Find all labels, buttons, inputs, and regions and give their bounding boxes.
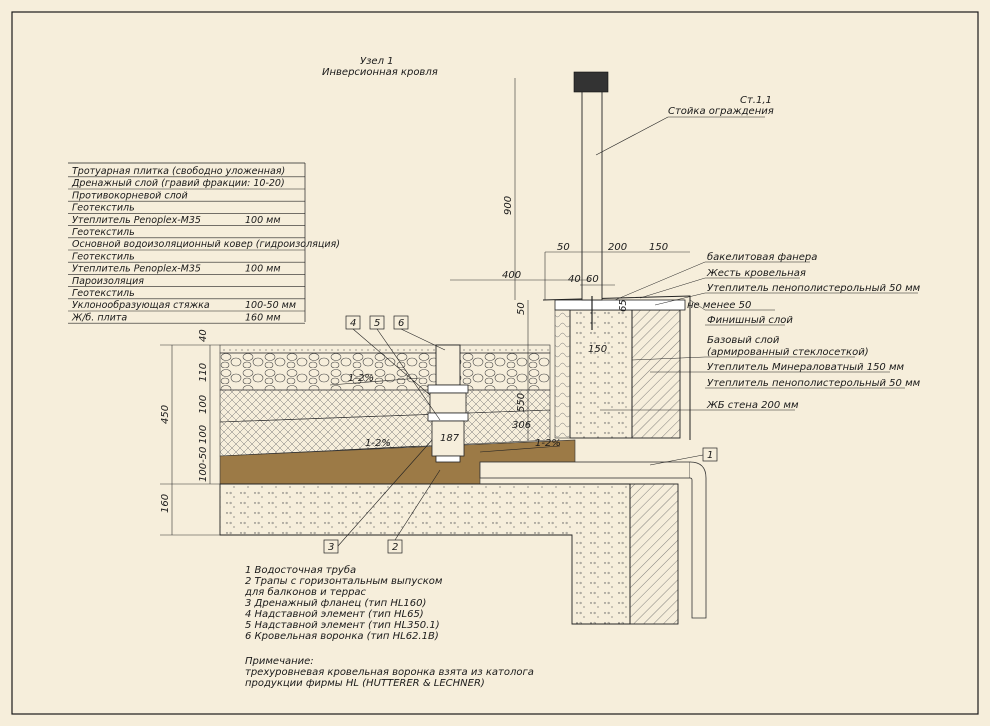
note: Примечание: трехуровневая кровельная вор… <box>245 656 534 689</box>
marker-6: 6 <box>398 318 404 329</box>
legend-item-6: 6 Кровельная воронка (тип HL62.1B) <box>245 631 439 642</box>
marker-1: 1 <box>707 450 713 461</box>
parapet-wall <box>631 309 681 439</box>
dim-40: 40 <box>568 274 581 285</box>
layer-value: 100 мм <box>245 215 281 226</box>
layer-name: Тротуарная плитка (свободно уложенная) <box>72 166 285 177</box>
wall-lower <box>629 483 679 625</box>
dim-160: 160 <box>160 494 171 513</box>
layer-name: Противокорневой слой <box>72 190 188 201</box>
parapet-cap <box>554 299 686 311</box>
legend: 1 Водосточная труба 2 Трапы с горизонтал… <box>244 564 443 642</box>
dim-450: 450 <box>160 405 171 424</box>
marker-3: 3 <box>328 542 334 553</box>
marker-5: 5 <box>374 318 380 329</box>
layer-value: 100-50 мм <box>245 300 296 311</box>
sheet-frame <box>11 11 979 715</box>
callout-rc-wall: ЖБ стена 200 мм <box>706 400 799 411</box>
layer-name: Геотекстиль <box>72 288 135 299</box>
dim-100-a: 100 <box>198 395 209 414</box>
dim-400: 400 <box>502 270 521 281</box>
callout-finish-layer: Финишный слой <box>707 315 793 326</box>
layer-value: 160 мм <box>245 312 281 323</box>
callout-min-50: не менее 50 <box>687 300 751 311</box>
callout-base-layer: Базовый слой <box>707 335 780 346</box>
legend-item-2: 2 Трапы с горизонтальным выпуском <box>245 576 443 587</box>
marker-2: 2 <box>392 542 398 553</box>
dim-60: 60 <box>586 274 599 285</box>
layer-name: Ж/б. плита <box>71 312 127 323</box>
roof-funnel <box>427 344 469 463</box>
dim-150-block: 150 <box>588 344 607 355</box>
layer-name: Геотекстиль <box>72 227 135 238</box>
dim-306: 306 <box>512 420 531 431</box>
dimension-lines <box>160 78 690 536</box>
dim-550: 550 <box>516 393 527 412</box>
note-line-2: продукции фирмы HL (HUTTERER & LECHNER) <box>245 678 485 689</box>
right-callouts: Ст.1,1 Стойка ограждения бакелитовая фан… <box>595 95 921 411</box>
callout-mineral-wool: Утеплитель Минераловатный 150 мм <box>707 362 905 373</box>
railing-post-top <box>573 71 609 93</box>
layer-value: 100 мм <box>245 264 281 275</box>
callout-roof-tin: Жесть кровельная <box>706 268 806 279</box>
dim-40-left: 40 <box>198 329 209 342</box>
layer-name: Утеплитель Penoplex-M35 <box>72 215 201 226</box>
callout-base-layer-mesh: (армированный стеклосеткой) <box>707 347 869 358</box>
layer-name: Уклонообразующая стяжка <box>72 300 210 311</box>
legend-item-2-cont: для балконов и террас <box>244 586 367 598</box>
dim-900: 900 <box>503 196 514 215</box>
dim-200: 200 <box>608 242 627 253</box>
layer-name: Геотекстиль <box>72 203 135 214</box>
title-node: Узел 1 <box>360 56 394 67</box>
callout-plywood: бакелитовая фанера <box>707 251 817 263</box>
callout-eps-50-lower: Утеплитель пенополистерольный 50 мм <box>707 378 921 389</box>
slope-right: 1-2% <box>535 438 561 449</box>
dim-110: 110 <box>198 363 209 382</box>
slope-lower: 1-2% <box>365 438 391 449</box>
legend-item-3: 3 Дренажный фланец (тип HL160) <box>245 598 426 609</box>
paving-layer <box>219 344 551 354</box>
layer-name: Утеплитель Penoplex-M35 <box>72 264 201 275</box>
note-line-1: трехуровневая кровельная воронка взята и… <box>245 667 534 678</box>
layer-name: Дренажный слой (гравий фракции: 10-20) <box>71 178 285 189</box>
layer-name: Геотекстиль <box>72 251 135 262</box>
layer-table: Тротуарная плитка (свободно уложенная)Др… <box>68 162 340 324</box>
legend-item-1: 1 Водосточная труба <box>245 564 356 576</box>
parapet-insulation <box>554 309 571 439</box>
dim-50-top: 50 <box>557 242 570 253</box>
layer-name: Основной водоизоляционный ковер (гидроиз… <box>72 239 340 250</box>
railing-post <box>581 89 603 301</box>
layer-name: Пароизоляция <box>72 276 144 287</box>
dim-100-b: 100 <box>198 425 209 444</box>
post-name: Стойка ограждения <box>668 106 774 117</box>
callout-eps-50: Утеплитель пенополистерольный 50 мм <box>707 283 921 294</box>
slope-upper: 1-2% <box>348 373 374 384</box>
post-code: Ст.1,1 <box>740 95 772 106</box>
gravel-layer <box>219 352 551 391</box>
downpipe <box>689 461 707 619</box>
markers: 4 5 6 3 2 1 <box>323 315 718 554</box>
note-title: Примечание: <box>245 656 314 667</box>
title-subtitle: Инверсионная кровля <box>322 67 438 78</box>
drain-pipe-horizontal <box>479 461 691 479</box>
marker-4: 4 <box>350 318 356 329</box>
legend-item-5: 5 Надставной элемент (тип HL350.1) <box>245 620 440 631</box>
dim-150-top: 150 <box>649 242 668 253</box>
dim-65: 65 <box>618 299 629 312</box>
dim-187: 187 <box>440 433 460 444</box>
legend-item-4: 4 Надставной элемент (тип HL65) <box>245 609 424 620</box>
dim-50-side: 50 <box>516 302 527 315</box>
parapet-block <box>569 309 633 439</box>
dim-100-50: 100-50 <box>198 447 209 482</box>
